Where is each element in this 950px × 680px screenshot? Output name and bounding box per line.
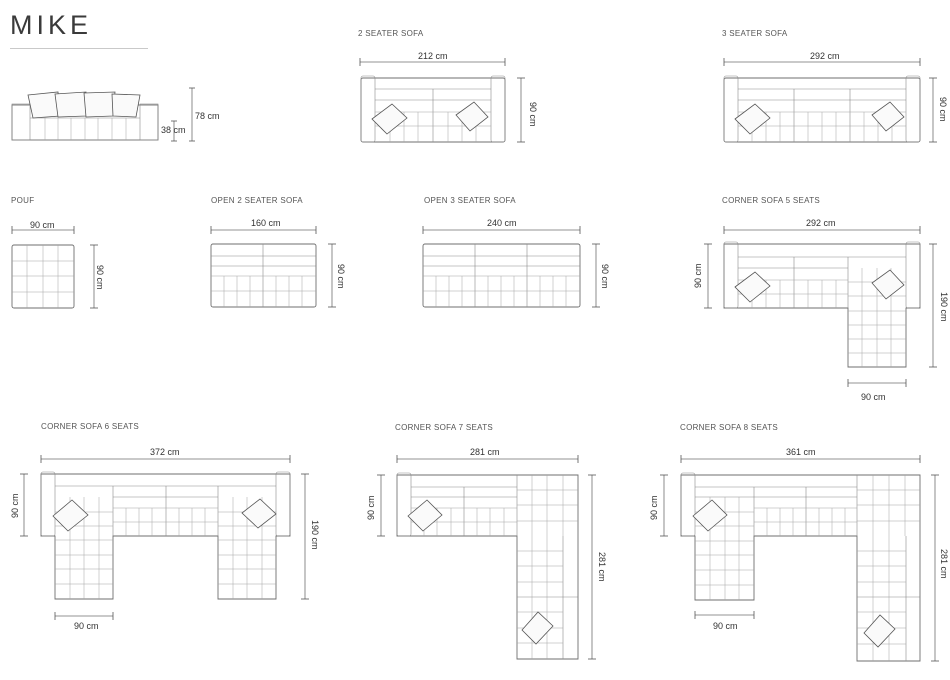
open-three-depth: 90 cm xyxy=(600,264,610,289)
open-two-depth: 90 cm xyxy=(336,264,346,289)
title-underline xyxy=(10,48,148,49)
three-seater-depth: 90 cm xyxy=(938,97,948,122)
title-corner-5: CORNER SOFA 5 SEATS xyxy=(722,196,821,205)
corner5-length: 190 cm xyxy=(939,292,949,322)
two-seater-width: 212 cm xyxy=(418,51,448,61)
corner5-width: 292 cm xyxy=(806,218,836,228)
corner8-depth: 90 cm xyxy=(649,495,659,520)
title-open-2-seater: OPEN 2 SEATER SOFA xyxy=(211,196,303,205)
title-3-seater: 3 SEATER SOFA xyxy=(722,29,788,38)
title-corner-7: CORNER SOFA 7 SEATS xyxy=(395,423,494,432)
two-seater-depth: 90 cm xyxy=(528,102,538,127)
corner6-depth: 90 cm xyxy=(10,493,20,518)
corner7-length: 281 cm xyxy=(597,552,607,582)
corner6-length: 190 cm xyxy=(310,520,320,550)
two-seater-plan: 212 cm 90 cm xyxy=(359,51,538,143)
corner8-width: 361 cm xyxy=(786,447,816,457)
pouf-width: 90 cm xyxy=(30,220,55,230)
corner8-length: 281 cm xyxy=(939,549,949,579)
title-2-seater: 2 SEATER SOFA xyxy=(358,29,424,38)
corner5-chaise: 90 cm xyxy=(861,392,886,402)
open-two-width: 160 cm xyxy=(251,218,281,228)
title-corner-6: CORNER SOFA 6 SEATS xyxy=(41,422,140,431)
corner-8-plan: 361 cm xyxy=(649,447,949,662)
side-seat-label: 38 cm xyxy=(161,125,186,135)
corner5-depth: 90 cm xyxy=(693,263,703,288)
side-height-label: 78 cm xyxy=(195,111,220,121)
three-seater-width: 292 cm xyxy=(810,51,840,61)
corner-7-plan: 281 cm 90 cm xyxy=(366,447,607,660)
open-two-seater-plan: 160 cm 90 cm xyxy=(210,218,346,308)
corner6-chaise: 90 cm xyxy=(74,621,99,631)
title-open-3-seater: OPEN 3 SEATER SOFA xyxy=(424,196,516,205)
title-pouf: POUF xyxy=(11,196,35,205)
sofa-side-view: 78 cm 38 cm xyxy=(11,87,220,142)
corner-5-plan: 292 cm 90 cm 190 cm xyxy=(693,218,949,402)
open-three-width: 240 cm xyxy=(487,218,517,228)
title-corner-8: CORNER SOFA 8 SEATS xyxy=(680,423,779,432)
corner-6-plan: 372 cm 90 cm xyxy=(10,447,320,631)
corner6-width: 372 cm xyxy=(150,447,180,457)
corner7-depth: 90 cm xyxy=(366,495,376,520)
corner7-width: 281 cm xyxy=(470,447,500,457)
pouf-plan: 90 cm 90 cm xyxy=(11,220,105,309)
open-three-seater-plan: 240 cm 90 cm xyxy=(422,218,610,308)
corner8-chaise: 90 cm xyxy=(713,621,738,631)
page-title: MIKE xyxy=(10,10,93,40)
three-seater-plan: 292 cm 90 cm xyxy=(723,51,948,143)
pouf-depth: 90 cm xyxy=(95,265,105,290)
